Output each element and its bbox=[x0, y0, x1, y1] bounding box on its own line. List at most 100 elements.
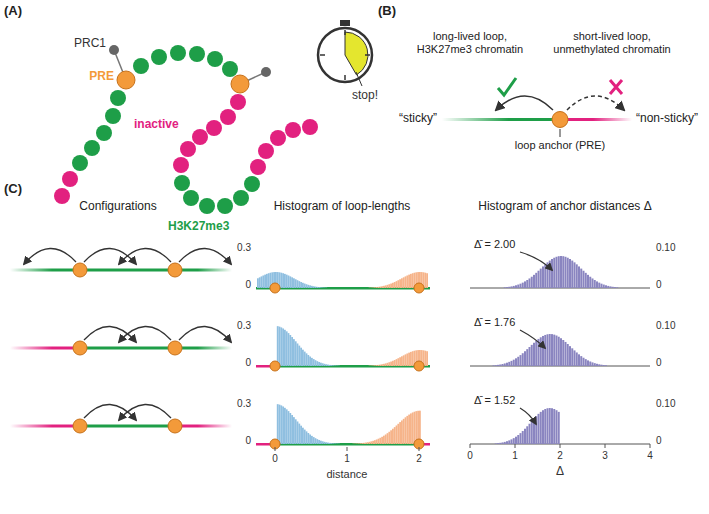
histogram-bar bbox=[376, 439, 378, 444]
histogram-bar bbox=[383, 286, 385, 288]
histogram-bar bbox=[426, 273, 428, 288]
histogram-bar bbox=[304, 284, 306, 288]
bead-chain bbox=[54, 45, 318, 214]
histogram-bar bbox=[511, 439, 513, 444]
histogram-bar bbox=[513, 438, 515, 444]
histogram-bar bbox=[369, 442, 371, 444]
histogram-bar bbox=[288, 275, 290, 288]
histogram-bar bbox=[569, 346, 571, 366]
histogram-bar bbox=[309, 285, 311, 288]
histogram-bar bbox=[506, 441, 508, 444]
label: 2 bbox=[416, 453, 422, 465]
histogram-bar bbox=[578, 266, 580, 288]
histogram-bar bbox=[316, 361, 318, 366]
histogram-bar bbox=[547, 408, 549, 444]
histogram-bar bbox=[279, 327, 281, 366]
histogram-bar bbox=[601, 284, 603, 288]
histogram-bar bbox=[544, 409, 546, 444]
cross-mark bbox=[610, 80, 622, 94]
histogram-bar bbox=[280, 405, 282, 444]
histogram-bar bbox=[504, 442, 506, 444]
label: 0.10 bbox=[656, 398, 675, 410]
histogram-bar bbox=[533, 343, 535, 366]
histogram-bar bbox=[302, 428, 304, 444]
histogram-bar bbox=[297, 343, 299, 366]
histogram-bar bbox=[603, 365, 605, 367]
loop-arrow bbox=[84, 248, 136, 264]
histogram-bar bbox=[300, 426, 302, 444]
histogram-bar bbox=[565, 257, 567, 288]
label: 0.10 bbox=[656, 320, 675, 332]
label: 0 bbox=[656, 357, 662, 369]
histogram-bar bbox=[598, 283, 600, 288]
histogram-bar bbox=[325, 287, 327, 288]
histogram-bar bbox=[293, 339, 295, 366]
chromatin-bead bbox=[151, 49, 167, 65]
histogram-bar bbox=[517, 435, 519, 444]
histogram-bar bbox=[502, 364, 504, 366]
histogram-bar bbox=[298, 424, 300, 444]
histogram-bar bbox=[333, 365, 335, 367]
histogram-bar bbox=[540, 337, 542, 366]
anchor-scheme bbox=[442, 78, 632, 137]
histogram-bar bbox=[592, 278, 594, 288]
histogram-bar bbox=[596, 364, 598, 366]
histogram-bar bbox=[376, 287, 378, 289]
histogram-bar bbox=[538, 414, 540, 444]
label: 4 bbox=[647, 450, 653, 462]
pre-bead bbox=[231, 75, 249, 93]
chromatin-line bbox=[80, 269, 175, 272]
histogram-bar bbox=[531, 345, 533, 366]
histogram-bar bbox=[291, 277, 293, 288]
histogram-bar bbox=[318, 287, 320, 289]
histogram-bar bbox=[387, 285, 389, 288]
histogram-bar bbox=[336, 365, 338, 366]
stopwatch bbox=[318, 20, 372, 86]
label: long-lived loop, H3K27me3 chromatin bbox=[405, 30, 535, 55]
histogram-bar bbox=[551, 334, 553, 366]
chromatin-bead bbox=[173, 157, 189, 173]
histogram-bar bbox=[544, 264, 546, 288]
histogram-bar bbox=[533, 275, 535, 288]
histogram-bar bbox=[374, 440, 376, 444]
histogram-bar bbox=[388, 432, 390, 444]
histogram-bar bbox=[504, 287, 506, 289]
histogram-bar bbox=[542, 336, 544, 366]
label: 0 bbox=[245, 279, 251, 291]
histogram-bar bbox=[603, 285, 605, 288]
histogram-bar bbox=[298, 281, 300, 288]
label: 0.3 bbox=[237, 398, 251, 410]
histogram-bar bbox=[277, 326, 279, 366]
histogram-bar bbox=[381, 364, 383, 366]
histogram-bar bbox=[556, 336, 558, 366]
chromatin-bead bbox=[222, 61, 238, 77]
histogram-bar bbox=[354, 443, 356, 444]
histogram-bar bbox=[585, 359, 587, 366]
loop-arrow bbox=[119, 326, 171, 342]
histogram-bar bbox=[522, 353, 524, 366]
histogram-bar bbox=[338, 443, 340, 444]
histogram-bar bbox=[304, 352, 306, 366]
histogram-bar bbox=[291, 415, 293, 444]
histogram-bar bbox=[334, 443, 336, 445]
histogram-bar bbox=[378, 287, 380, 288]
chromatin-bead bbox=[110, 90, 126, 106]
chromatin-bead bbox=[220, 109, 236, 125]
label: 0 bbox=[467, 450, 473, 462]
label: 1 bbox=[512, 450, 518, 462]
label: “sticky” bbox=[399, 112, 437, 126]
histogram-bar bbox=[551, 259, 553, 288]
histogram-bar bbox=[406, 353, 408, 366]
histogram-bar bbox=[390, 430, 392, 444]
histogram-bar bbox=[549, 261, 551, 288]
histogram-bar bbox=[333, 443, 335, 445]
histogram-bar bbox=[363, 443, 365, 444]
pre-anchor bbox=[168, 263, 182, 277]
chromatin-bead bbox=[230, 94, 246, 110]
histogram-bar bbox=[322, 287, 324, 289]
histogram-bar bbox=[392, 283, 394, 288]
histogram-bar bbox=[286, 331, 288, 366]
histogram-bar bbox=[385, 363, 387, 366]
chromatin-bead bbox=[206, 120, 222, 136]
chromatin-line bbox=[175, 425, 232, 428]
